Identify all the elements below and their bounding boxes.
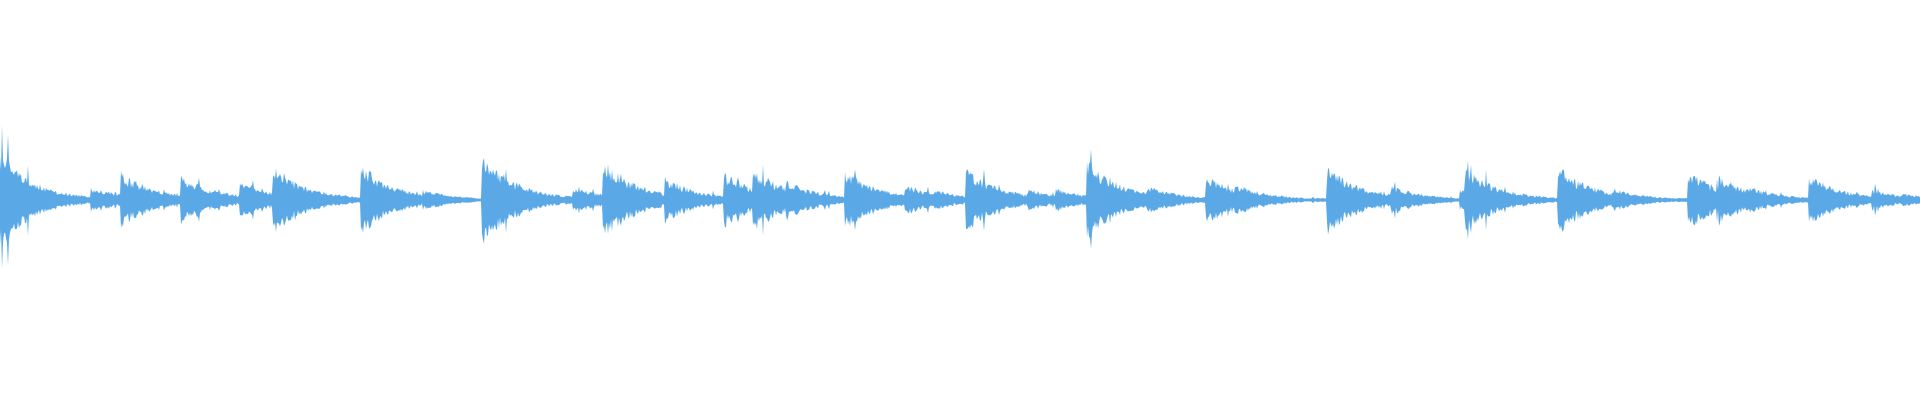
waveform-envelope (0, 125, 1920, 269)
